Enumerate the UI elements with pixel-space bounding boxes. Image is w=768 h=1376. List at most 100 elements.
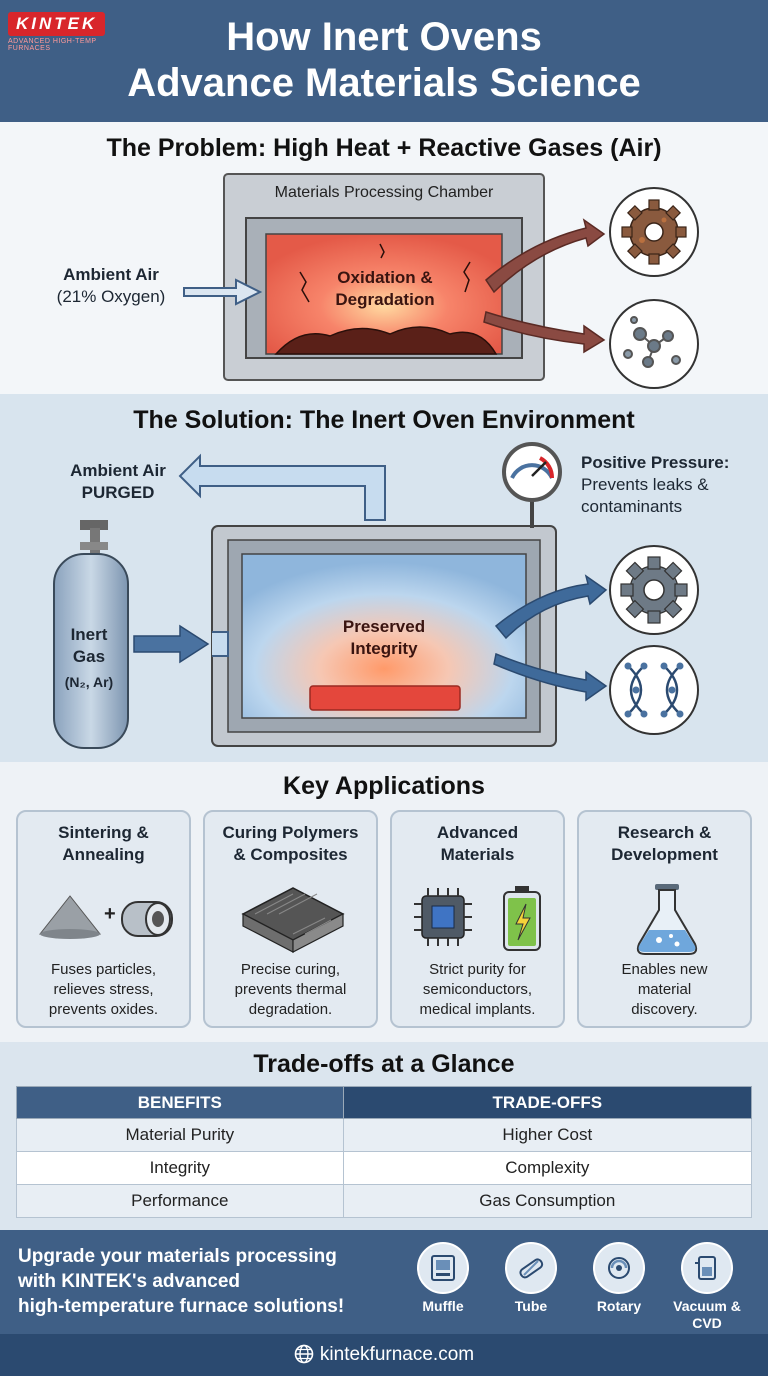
- card-title-line-1: Curing Polymers: [222, 823, 359, 842]
- page-title: How Inert Ovens Advance Materials Scienc…: [0, 14, 768, 106]
- arrow-to-molecule: [483, 311, 606, 354]
- table-header-row: BENEFITS TRADE-OFFS: [16, 1086, 753, 1119]
- card-title-line-2: Annealing: [62, 845, 145, 864]
- card-text: Fuses particles, relieves stress, preven…: [18, 960, 189, 1020]
- oxidation-line-1: Oxidation &: [337, 268, 433, 287]
- preserved-line-2: Integrity: [350, 639, 418, 658]
- preserved-material: [309, 685, 461, 711]
- table-cell: Performance: [16, 1184, 344, 1218]
- app-card-advanced[interactable]: Advanced Materials Strict purity for sem…: [390, 810, 565, 1028]
- card-text-line: prevents oxides.: [48, 1001, 159, 1018]
- applications-title: Key Applications: [283, 772, 485, 800]
- cta-banner: Upgrade your materials processing with K…: [0, 1230, 768, 1348]
- header: KINTEK ADVANCED HIGH-TEMP FURNACES How I…: [0, 0, 768, 122]
- card-text-line: discovery.: [631, 1001, 698, 1018]
- card-text-line: medical implants.: [419, 1001, 536, 1018]
- app-card-curing[interactable]: Curing Polymers & Composites Precise cur…: [203, 810, 378, 1028]
- card-title: Curing Polymers & Composites: [205, 822, 376, 866]
- card-text-line: Strict purity for: [429, 961, 526, 978]
- product-rotary[interactable]: Rotary: [576, 1242, 662, 1315]
- card-title-line-1: Advanced: [436, 823, 519, 842]
- table-cell: Higher Cost: [342, 1118, 753, 1152]
- product-muffle[interactable]: Muffle: [400, 1242, 486, 1315]
- air-label-title: Ambient Air: [63, 265, 159, 284]
- arrow-to-molecule: [493, 652, 608, 702]
- table-cell: Integrity: [16, 1151, 344, 1185]
- app-card-research[interactable]: Research & Development Enables new mater…: [577, 810, 752, 1028]
- degraded-material: [274, 326, 498, 355]
- problem-section: The Problem: High Heat + Reactive Gases …: [0, 122, 768, 394]
- card-title-line-2: Materials: [440, 845, 515, 864]
- vacuum-cvd-icon: [681, 1242, 733, 1294]
- solution-section: The Solution: The Inert Oven Environment: [0, 394, 768, 762]
- inert-gas-formula: (N₂, Ar): [64, 674, 114, 690]
- crack-mark: [299, 271, 310, 303]
- svg-text:+: +: [104, 903, 116, 925]
- purge-pipe: [178, 453, 386, 521]
- cta-text[interactable]: Upgrade your materials processing with K…: [18, 1244, 408, 1319]
- card-text-line: Precise curing,: [240, 961, 341, 978]
- card-text-line: Fuses particles,: [50, 961, 157, 978]
- card-title-line-1: Research &: [617, 823, 712, 842]
- problem-title: The Problem: High Heat + Reactive Gases …: [106, 134, 662, 162]
- kintek-logo[interactable]: KINTEK ADVANCED HIGH-TEMP FURNACES: [8, 12, 126, 52]
- tradeoffs-table: BENEFITS TRADE-OFFS Material Purity High…: [16, 1086, 753, 1218]
- cta-line-3: high-temperature furnace solutions!: [18, 1296, 345, 1317]
- purged-label: Ambient Air PURGED: [56, 460, 180, 504]
- crack-mark: [379, 243, 385, 259]
- composite-layers-icon: [241, 887, 345, 953]
- arrow-to-gear: [494, 574, 608, 640]
- cta-line-2: with KINTEK's advanced: [18, 1271, 241, 1292]
- table-cell: Gas Consumption: [342, 1184, 753, 1218]
- card-text-line: relieves stress,: [53, 981, 154, 998]
- pressure-heading: Positive Pressure:: [581, 453, 730, 472]
- lattice-circle: [609, 645, 699, 735]
- card-text: Precise curing, prevents thermal degrada…: [205, 960, 376, 1020]
- app-card-sintering[interactable]: Sintering & Annealing + Fuses particles,…: [16, 810, 191, 1028]
- website-url: kintekfurnace.com: [319, 1344, 475, 1365]
- title-line-1: How Inert Ovens: [226, 15, 542, 59]
- powder-plus-cylinder-icon: +: [38, 895, 173, 939]
- product-label: Rotary: [596, 1298, 642, 1314]
- table-row: Performance Gas Consumption: [16, 1184, 753, 1218]
- tradeoffs-header: TRADE-OFFS: [342, 1086, 753, 1119]
- oxidation-label: Oxidation & Degradation: [310, 267, 460, 311]
- applications-section: Key Applications Sintering & Annealing +…: [0, 762, 768, 1042]
- table-cell: Material Purity: [16, 1118, 344, 1152]
- gas-cylinder-icon: [53, 553, 129, 749]
- table-cell: Complexity: [342, 1151, 753, 1185]
- preserved-line-1: Preserved: [342, 617, 426, 636]
- pressure-line-1: Prevents leaks &: [581, 475, 709, 494]
- website-link[interactable]: kintekfurnace.com: [0, 1344, 768, 1366]
- tube-furnace-icon: [505, 1242, 557, 1294]
- product-vacuum-cvd[interactable]: Vacuum & CVD Systems: [664, 1242, 750, 1349]
- solution-title: The Solution: The Inert Oven Environment: [133, 406, 635, 434]
- inert-line-1: Inert: [70, 625, 108, 644]
- card-title-line-2: & Composites: [233, 845, 348, 864]
- pressure-gauge-icon: [502, 442, 562, 502]
- chip-battery-icon: [414, 886, 541, 951]
- product-tube[interactable]: Tube: [488, 1242, 574, 1315]
- card-title: Research & Development: [579, 822, 750, 866]
- card-text-line: semiconductors,: [422, 981, 533, 998]
- chamber-label: Materials Processing Chamber: [274, 184, 494, 201]
- tradeoffs-title: Trade-offs at a Glance: [253, 1050, 515, 1078]
- ambient-air-label: Ambient Air (21% Oxygen): [36, 264, 186, 308]
- preserved-label: Preserved Integrity: [310, 616, 458, 660]
- pressure-line-2: contaminants: [581, 497, 683, 516]
- card-title-line-2: Development: [611, 845, 718, 864]
- card-text: Strict purity for semiconductors, medica…: [392, 960, 563, 1020]
- card-text-line: prevents thermal: [234, 981, 347, 998]
- card-title-line-1: Sintering &: [58, 823, 149, 842]
- card-text-line: Enables new: [621, 961, 708, 978]
- flask-icon: [636, 884, 698, 955]
- benefits-header: BENEFITS: [16, 1086, 344, 1119]
- inert-line-2: Gas: [72, 647, 106, 666]
- air-label-sub: (21% Oxygen): [56, 287, 166, 306]
- table-row: Material Purity Higher Cost: [16, 1118, 753, 1152]
- oxidation-line-2: Degradation: [335, 290, 435, 309]
- lattice-structure-icon: [624, 662, 684, 718]
- card-title: Sintering & Annealing: [18, 822, 189, 866]
- cta-line-1: Upgrade your materials processing: [18, 1246, 337, 1267]
- table-row: Integrity Complexity: [16, 1151, 753, 1185]
